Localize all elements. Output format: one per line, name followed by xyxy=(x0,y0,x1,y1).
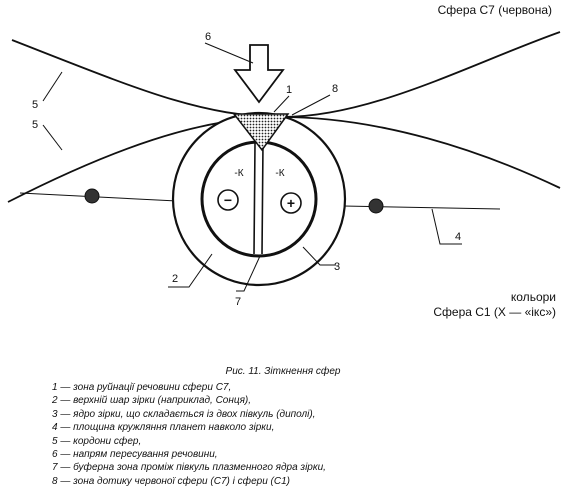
label-7: 7 xyxy=(235,296,241,308)
figure-caption: Рис. 11. Зіткнення сфер xyxy=(225,366,341,377)
legend-item: 3 — ядро зірки, що складається із двох п… xyxy=(52,408,316,420)
charge-label-left: -К xyxy=(234,168,243,179)
plus-pole-circle xyxy=(280,192,302,214)
buffer-zone-line xyxy=(253,142,264,255)
leader-5-upper xyxy=(42,71,63,102)
leader-3 xyxy=(302,246,336,266)
label-4: 4 xyxy=(455,231,461,243)
label-3: 3 xyxy=(334,261,340,273)
label-5-lower: 5 xyxy=(32,119,38,131)
legend-item: 8 — зона дотику червоної сфери (С7) і сф… xyxy=(52,475,290,487)
planet-right xyxy=(368,198,384,214)
charge-label-right: -К xyxy=(275,168,284,179)
label-8: 8 xyxy=(332,83,338,95)
sphere-c7-boundary xyxy=(11,31,561,118)
plus-sign: + xyxy=(287,195,295,211)
leader-4 xyxy=(431,208,462,245)
planet-left xyxy=(84,188,100,204)
sphere-c1-label: Сфера С1 (Х — «ікс») xyxy=(433,305,556,319)
label-2: 2 xyxy=(172,273,178,285)
destruction-zone xyxy=(232,113,290,152)
minus-pole-circle xyxy=(217,189,239,211)
colors-label: кольори xyxy=(511,290,556,304)
legend-item: 2 — верхній шар зірки (наприклад, Сонця)… xyxy=(52,395,252,407)
leader-8 xyxy=(291,94,331,116)
movement-direction-arrow xyxy=(233,44,285,104)
leader-2 xyxy=(168,253,213,288)
legend-item: 7 — буферна зона проміж півкуль плазменн… xyxy=(52,462,326,474)
label-5-upper: 5 xyxy=(32,99,38,111)
orbit-plane-line-right xyxy=(342,205,501,210)
legend-item: 1 — зона руйнації речовини сфери С7, xyxy=(52,382,232,393)
leader-1 xyxy=(273,95,290,113)
label-6: 6 xyxy=(205,31,211,43)
legend-item: 4 — площина кружляння планет навколо зір… xyxy=(52,422,275,434)
leader-6 xyxy=(204,42,254,64)
leader-5-lower xyxy=(42,124,63,151)
label-1: 1 xyxy=(286,84,292,96)
minus-sign: − xyxy=(224,192,232,208)
sphere-c7-label: Сфера С7 (червона) xyxy=(438,3,552,17)
star-core xyxy=(200,140,318,258)
sphere-collision-diagram: − + -К -К 1 2 3 4 5 5 6 7 8 Сфера С7 (че… xyxy=(7,3,561,319)
leader-7 xyxy=(236,255,261,292)
legend-item: 5 — кордони сфер, xyxy=(52,435,142,447)
legend-list: 1 — зона руйнації речовини сфери С7, 2 —… xyxy=(52,381,326,488)
legend-item: 6 — напрям пересування речовини, xyxy=(52,449,218,461)
